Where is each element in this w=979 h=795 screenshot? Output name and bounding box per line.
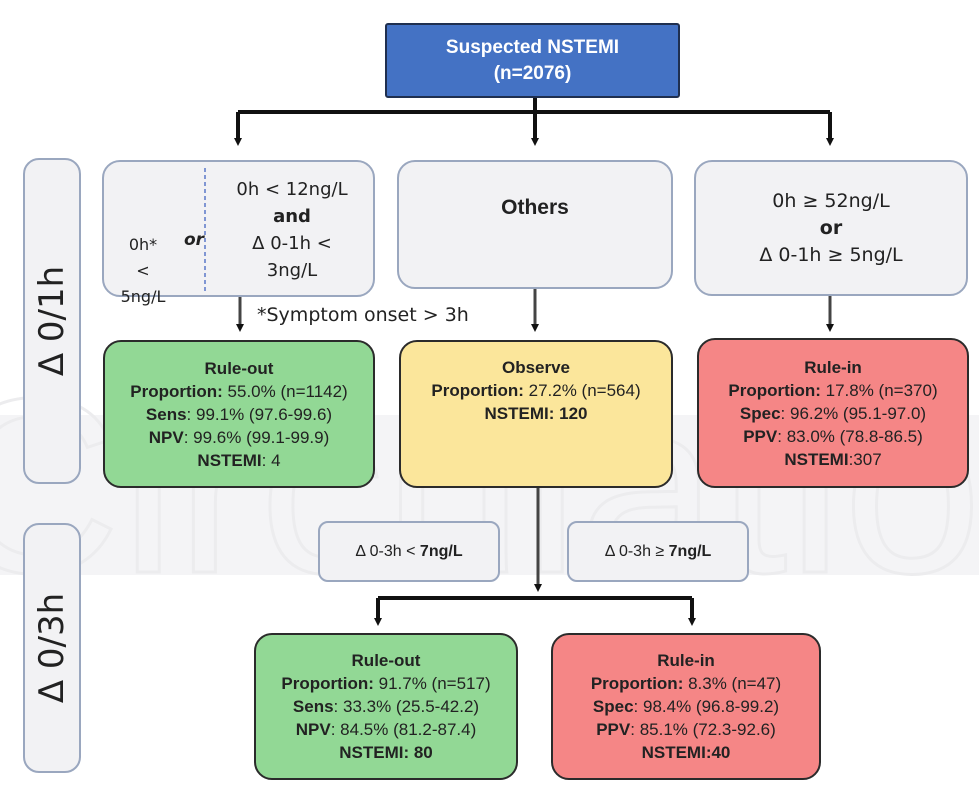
criteria-3h-low: Δ 0-3h < 7ng/L [318, 521, 500, 582]
observe-title: Observe [501, 358, 571, 377]
observe-1h-box: Observe Proportion: 27.2% (n=564) NSTEMI… [399, 340, 673, 488]
ruleout-3h-npv: NPV: 84.5% (81.2-87.4) [295, 720, 477, 739]
rulein-criteria-box: 0h ≥ 52ng/L or Δ 0-1h ≥ 5ng/L [694, 160, 968, 296]
ruleout-right-and: and [273, 206, 311, 227]
rulein-line1: 0h ≥ 52ng/L [772, 189, 890, 212]
rulein-1h-proportion: Proportion: 17.8% (n=370) [728, 380, 938, 400]
phase-label-1h-text: Δ 0/1h [32, 265, 72, 377]
criteria-3h-high-value: 7ng/L [668, 542, 712, 560]
symptom-onset-footnote: *Symptom onset > 3h [257, 304, 469, 326]
root-count: (n=2076) [493, 62, 572, 84]
phase-label-3h-text: Δ 0/3h [32, 592, 72, 704]
rulein-3h-nstemi: NSTEMI:40 [641, 743, 731, 762]
criteria-3h-high-prefix: Δ 0-3h ≥ [604, 542, 669, 560]
rulein-1h-nstemi: NSTEMI:307 [784, 449, 882, 469]
ruleout-1h-box: Rule-out Proportion: 55.0% (n=1142) Sens… [103, 340, 375, 488]
ruleout-right-line3: Δ 0-1h < [252, 233, 332, 254]
rulein-1h-title: Rule-in [804, 357, 862, 377]
criteria-3h-low-prefix: Δ 0-3h < [355, 542, 420, 560]
ruleout-1h-npv: NPV: 99.6% (99.1-99.9) [148, 427, 330, 447]
rulein-1h-box: Rule-in Proportion: 17.8% (n=370) Spec: … [697, 338, 969, 488]
rulein-3h-box: Rule-in Proportion: 8.3% (n=47) Spec: 98… [551, 633, 821, 780]
ruleout-3h-sens: Sens: 33.3% (25.5-42.2) [292, 697, 480, 716]
phase-label-3h: Δ 0/3h [23, 523, 81, 773]
others-criteria-box: Others [397, 160, 673, 289]
ruleout-3h-box: Rule-out Proportion: 91.7% (n=517) Sens:… [254, 633, 518, 780]
ruleout-or: or [184, 230, 205, 250]
ruleout-3h-title: Rule-out [351, 651, 421, 670]
ruleout-1h-title: Rule-out [204, 358, 274, 378]
rulein-1h-spec: Spec: 96.2% (95.1-97.0) [739, 403, 927, 423]
observe-nstemi: NSTEMI: 120 [484, 404, 588, 423]
criteria-3h-low-value: 7ng/L [419, 542, 463, 560]
rulein-3h-proportion: Proportion: 8.3% (n=47) [590, 674, 782, 693]
ruleout-3h-nstemi: NSTEMI: 80 [339, 743, 433, 762]
ruleout-criteria-box: 0h* < 5ng/L or 0h < 12ng/L and Δ 0-1h < … [102, 160, 375, 306]
ruleout-right-criterion: 0h < 12ng/L and Δ 0-1h < 3ng/L [214, 176, 370, 284]
rulein-3h-ppv: PPV: 85.1% (72.3-92.6) [596, 720, 776, 739]
ruleout-right-line4: 3ng/L [266, 260, 318, 281]
ruleout-right-line1: 0h < 12ng/L [236, 179, 348, 200]
ruleout-left-line2: < 5ng/L [120, 261, 166, 306]
criteria-3h-high: Δ 0-3h ≥ 7ng/L [567, 521, 749, 582]
root-title: Suspected NSTEMI [445, 36, 620, 58]
rulein-1h-ppv: PPV: 83.0% (78.8-86.5) [743, 426, 923, 446]
observe-proportion: Proportion: 27.2% (n=564) [431, 381, 641, 400]
root-node: Suspected NSTEMI (n=2076) [385, 23, 680, 98]
rulein-3h-title: Rule-in [657, 651, 715, 670]
ruleout-1h-nstemi: NSTEMI: 4 [197, 450, 281, 470]
rulein-or: or [819, 216, 843, 239]
ruleout-left-line1: 0h* [128, 235, 158, 254]
others-label: Others [501, 195, 569, 219]
ruleout-left-criterion: 0h* < 5ng/L [112, 232, 174, 310]
rulein-3h-spec: Spec: 98.4% (96.8-99.2) [592, 697, 780, 716]
ruleout-3h-proportion: Proportion: 91.7% (n=517) [281, 674, 491, 693]
phase-label-1h: Δ 0/1h [23, 158, 81, 484]
ruleout-1h-proportion: Proportion: 55.0% (n=1142) [130, 381, 348, 401]
rulein-line3: Δ 0-1h ≥ 5ng/L [759, 243, 903, 266]
ruleout-1h-sens: Sens: 99.1% (97.6-99.6) [145, 404, 333, 424]
